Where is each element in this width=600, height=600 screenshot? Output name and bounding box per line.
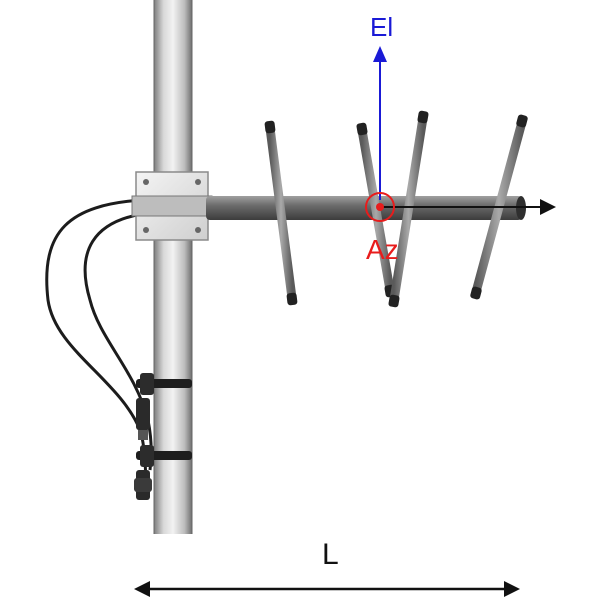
elevation-label: El xyxy=(370,12,394,42)
length-label: L xyxy=(322,538,339,571)
azimuth-label: Az xyxy=(366,234,399,265)
cable-connectors xyxy=(134,398,152,500)
azimuth-marker xyxy=(365,192,395,222)
elevation-axis-arrow xyxy=(373,46,387,200)
mounting-bracket xyxy=(131,171,213,241)
element-director-1 xyxy=(389,113,428,305)
cable-ties xyxy=(136,373,192,467)
length-dimension-arrow xyxy=(134,581,520,597)
element-reflector xyxy=(265,123,297,303)
coax-cables xyxy=(45,198,153,501)
boom-axis-arrow xyxy=(380,199,556,215)
mast xyxy=(153,0,193,534)
element-driven xyxy=(357,125,395,295)
